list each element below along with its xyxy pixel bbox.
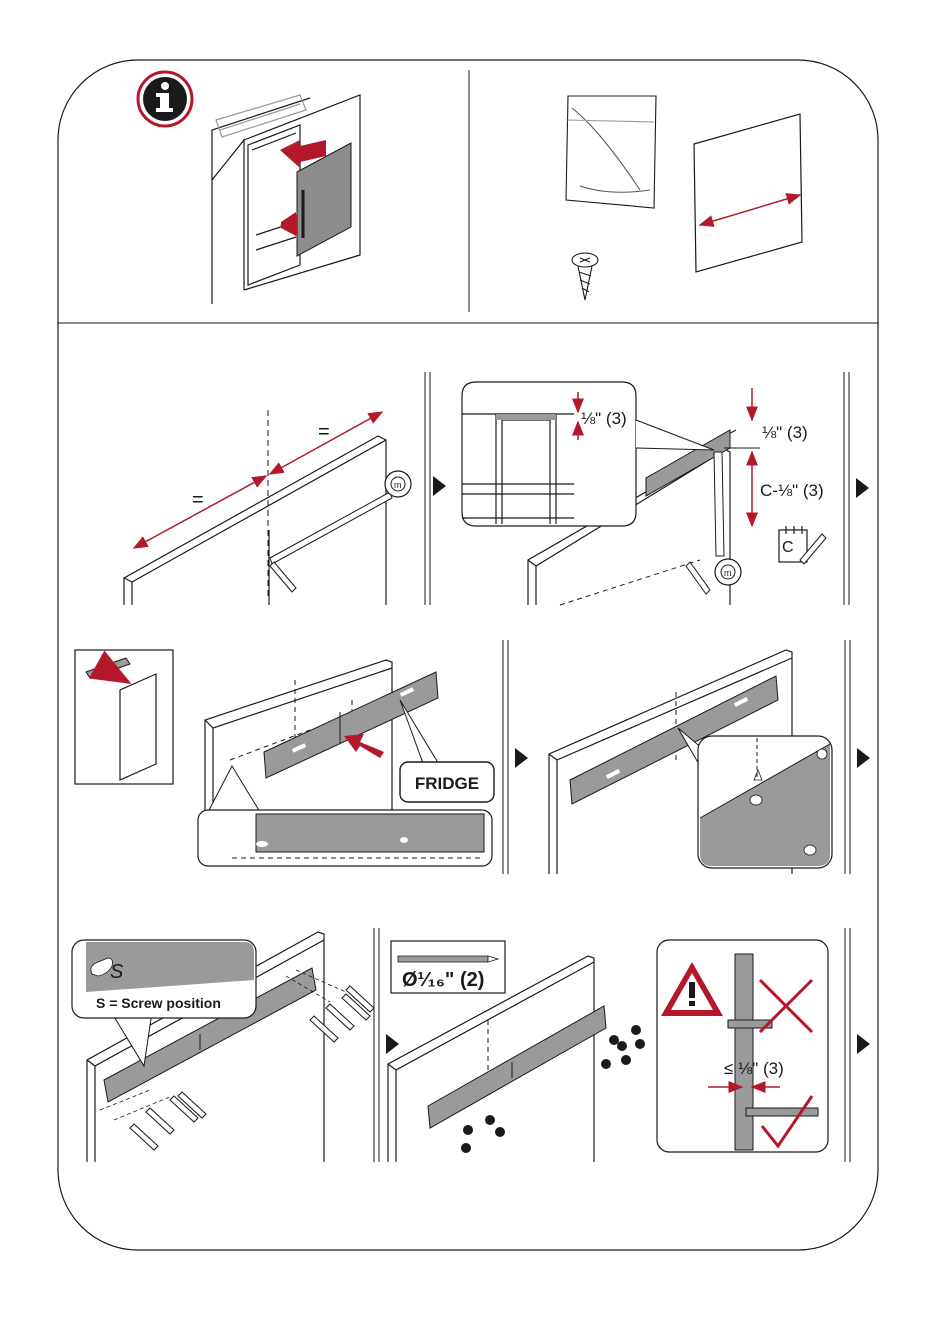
equal-label-right: = bbox=[318, 421, 330, 443]
rail-position-panel: FRIDGE bbox=[75, 650, 494, 866]
screw-legend-bubble: S S = Screw position bbox=[72, 940, 256, 1066]
next-step-arrow-2 bbox=[856, 478, 869, 498]
drill-bit-size: Ø¹⁄₁₆" (2) bbox=[402, 969, 484, 991]
equal-arrow-left bbox=[134, 476, 266, 548]
push-arrow-bottom bbox=[280, 206, 297, 236]
gap-top-label: ⅛" (3) bbox=[581, 409, 627, 428]
next-step-arrow-3 bbox=[515, 748, 528, 768]
next-step-arrow bbox=[433, 476, 446, 496]
zoom-bubble: ⅛" (3) bbox=[462, 382, 714, 526]
fridge-label: FRIDGE bbox=[415, 774, 479, 793]
gap-side-label: ⅛" (3) bbox=[762, 423, 808, 442]
next-step-arrow-6 bbox=[857, 1034, 870, 1054]
screw-legend: S = Screw position bbox=[96, 995, 221, 1011]
alignment-bubble bbox=[678, 728, 832, 868]
drill-panel: Ø¹⁄₁₆" (2) bbox=[388, 941, 645, 1162]
measure-center-panel: = = m bbox=[124, 410, 411, 605]
pencil-icon-2 bbox=[686, 562, 710, 594]
push-arrow-rail bbox=[344, 734, 384, 758]
fridge-callout: FRIDGE bbox=[400, 700, 494, 802]
mounting-rail-4 bbox=[428, 1006, 606, 1128]
info-icon bbox=[138, 72, 192, 126]
panel-cross-section bbox=[735, 954, 753, 1150]
accessories-panel bbox=[566, 96, 802, 300]
screw-icon bbox=[572, 253, 598, 300]
equal-label-left: = bbox=[192, 489, 204, 511]
next-step-arrow-5 bbox=[386, 1034, 399, 1054]
warning-panel: ≤ ⅛" (3) bbox=[657, 940, 828, 1152]
drill-bit-box: Ø¹⁄₁₆" (2) bbox=[391, 941, 505, 993]
info-panel bbox=[138, 72, 360, 304]
dimension-label: C-⅛" (3) bbox=[760, 481, 824, 500]
next-step-arrow-4 bbox=[857, 748, 870, 768]
measure-height-panel: ⅛" (3) ⅛" (3) C-⅛" (3) m C bbox=[462, 382, 826, 605]
rail-align-panel bbox=[549, 650, 832, 874]
tape-brand-label: m bbox=[394, 480, 402, 490]
bag-of-parts-icon bbox=[566, 96, 656, 208]
vertical-tape: m bbox=[714, 452, 741, 585]
notepad-icon: C bbox=[779, 526, 826, 564]
note-letter: C bbox=[782, 539, 794, 556]
pencil-icon bbox=[270, 562, 296, 592]
screw-position-panel: S S = Screw position bbox=[72, 932, 374, 1162]
screw-letter: S bbox=[110, 961, 124, 983]
max-depth-label: ≤ ⅛" (3) bbox=[724, 1059, 784, 1078]
tape-brand-label-2: m bbox=[724, 568, 732, 578]
door-panel-icon bbox=[694, 114, 802, 272]
